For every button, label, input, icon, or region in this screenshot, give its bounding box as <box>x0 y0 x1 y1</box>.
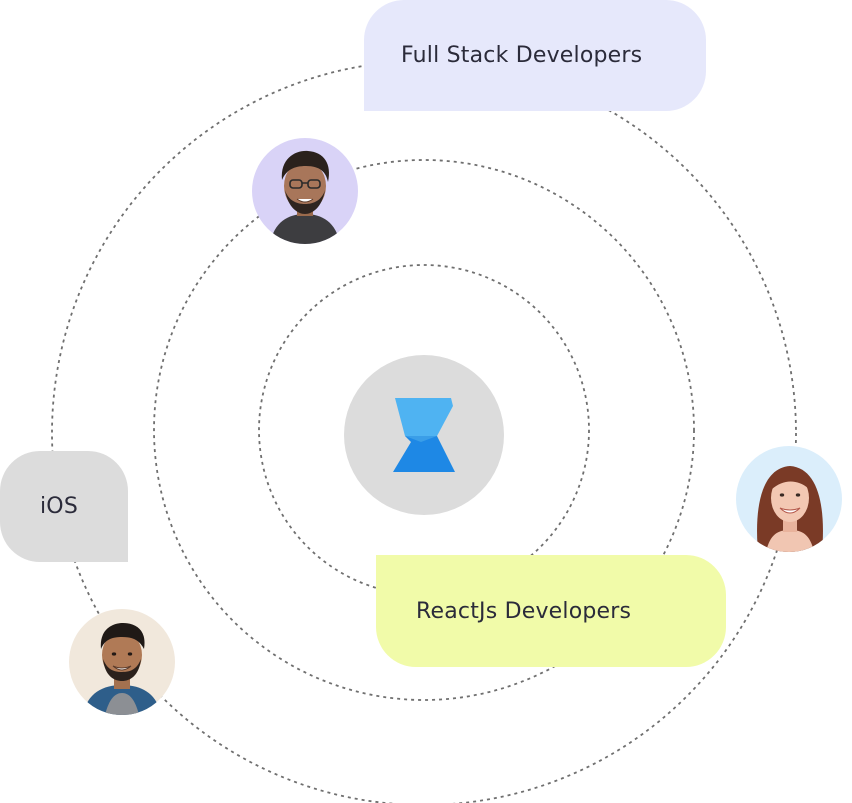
ios-tag[interactable]: iOS <box>0 451 128 562</box>
lightning-logo-icon <box>393 398 455 472</box>
full-stack-developers-tag[interactable]: Full Stack Developers <box>364 0 706 111</box>
developer-avatar-man <box>69 609 175 715</box>
ios-label: iOS <box>40 494 78 519</box>
developer-avatar-woman <box>736 446 842 552</box>
center-hub <box>344 355 504 515</box>
reactjs-developers-tag[interactable]: ReactJs Developers <box>376 555 726 667</box>
reactjs-developers-label: ReactJs Developers <box>416 598 632 624</box>
developer-avatar-glasses <box>252 138 358 244</box>
full-stack-developers-label: Full Stack Developers <box>401 43 643 68</box>
middle-orbit <box>153 159 695 701</box>
